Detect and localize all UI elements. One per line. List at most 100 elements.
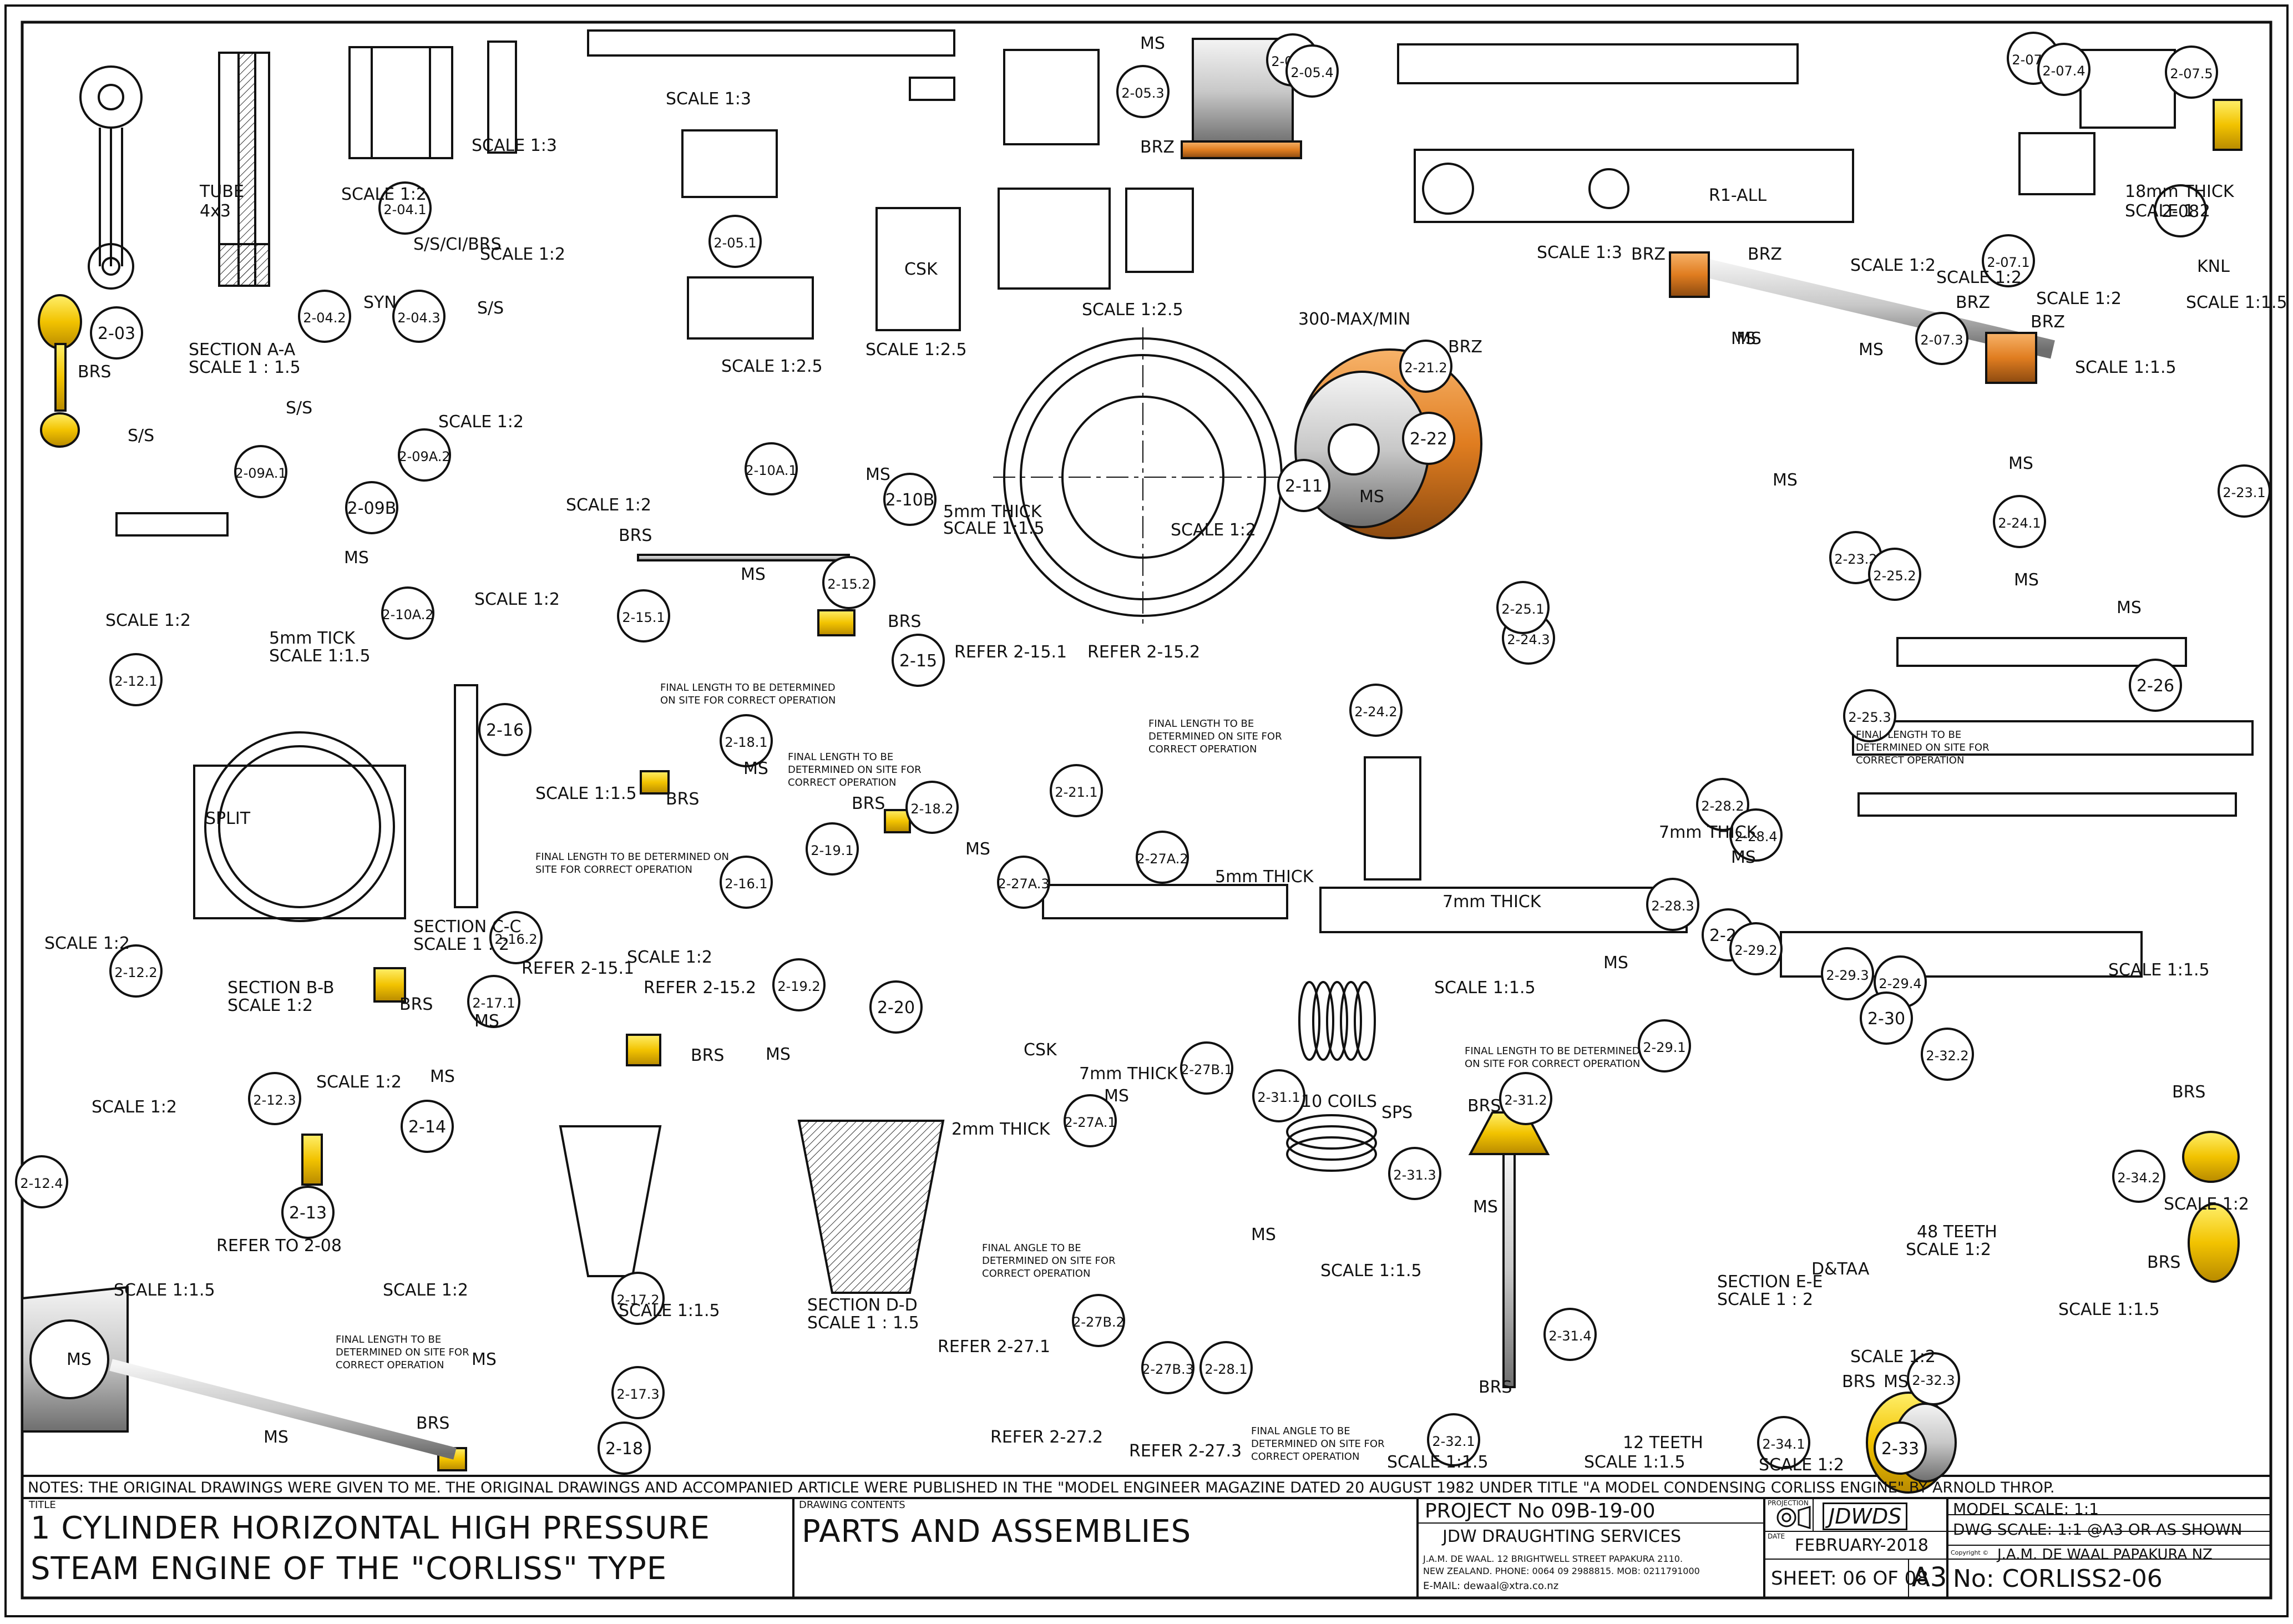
balloon-circle [1349,684,1403,737]
part-balloon-2-11: 2-11 [1277,459,1330,512]
label-refer-1: REFER 2-15.1 [954,642,1067,662]
label-ms-7: MS [741,565,766,584]
balloon-label: 2-27B.2 [1072,1314,1125,1330]
part-balloon-2-25-1: 2-25.1 [1496,581,1550,634]
balloon-label: 2-22 [1410,429,1447,449]
balloon-label: 2-31.4 [1548,1328,1591,1344]
balloon-label: 2-12.1 [114,674,157,689]
balloon-circle [997,856,1050,909]
label-brz-6: BRZ [2031,312,2065,332]
balloon-label: 2-32.2 [1926,1048,1968,1064]
balloon-label: 2-24.2 [1354,704,1397,720]
balloon-label: 2-23.1 [2223,485,2265,500]
label-scale-08: SCALE 1:2 [2125,201,2210,221]
balloon-label: 2-04.2 [303,310,346,326]
balloon-label: 2-18 [605,1439,643,1459]
label-max-min: 300-MAX/MIN [1298,310,1410,329]
label-section-cc: SECTION C-C [413,917,521,937]
label-final-8b: ON SITE FOR CORRECT OPERATION [1465,1058,1640,1070]
label-r1-all: R1-ALL [1709,186,1766,205]
balloon-label: 2-26 [2137,676,2174,696]
balloon-label: 2-12.4 [20,1176,63,1191]
balloon-label: 2-07.4 [2042,63,2085,79]
label-ms-12: MS [67,1350,92,1369]
part-balloon-2-09A-1: 2-09A.1 [234,445,287,498]
part-balloon-2-19-1: 2-19.1 [806,822,859,876]
label-section-aa: SECTION A-A [189,340,296,360]
label-scale-11: SCALE 1:2 [1171,520,1256,540]
part-balloon-2-13: 2-13 [281,1186,335,1239]
label-refer-271: REFER 2-27.1 [938,1337,1050,1357]
balloon-circle [1388,1147,1441,1200]
label-final-5b: DETERMINED ON SITE FOR [788,764,922,776]
label-scale-34: SCALE 1:1.5 [2058,1300,2160,1319]
label-ms-2: MS [1359,487,1384,507]
label-ms-17: MS [1251,1225,1276,1244]
balloon-circle [401,1100,454,1153]
balloon-circle [1427,1413,1480,1466]
balloon-circle [398,428,451,482]
balloon-circle [248,1072,301,1125]
part-balloon-2-16-1: 2-16.1 [720,856,773,909]
label-final-2b: SITE FOR CORRECT OPERATION [535,864,692,876]
label-section-ee: SECTION E-E [1717,1272,1823,1292]
label-scale-072: SCALE 1:2 [1936,268,2022,287]
label-scale-dd: SCALE 1 : 1.5 [807,1313,919,1333]
label-scale-09a1: SCALE 1:2 [105,611,191,630]
balloon-circle [345,481,398,534]
label-final-2a: FINAL LENGTH TO BE DETERMINED ON [535,851,729,863]
label-thick5: 5mm THICK [943,502,1042,522]
label-ms-22: MS [2014,570,2039,590]
balloon-circle [2218,464,2271,518]
part-balloon-2-27A-2: 2-27A.2 [1136,831,1189,884]
balloon-circle [1821,947,1874,1000]
label-brs-1: BRS [78,362,111,382]
label-thick18: 18mm THICK [2125,182,2235,201]
label-section-dd: SECTION D-D [807,1296,918,1315]
label-tick5: 5mm TICK [269,629,356,648]
label-brs-5: BRS [852,794,885,813]
balloon-label: 2-29.3 [1826,968,1869,983]
label-scale-32b: SCALE 1:2 [1850,1347,1936,1367]
label-ms-13: MS [264,1428,288,1447]
label-tube-size: 4x3 [200,201,231,221]
label-scale-05b: SCALE 1:2.5 [865,340,967,360]
part-balloon-2-27B-1: 2-27B.1 [1180,1041,1233,1095]
balloon-circle [1921,1028,1974,1081]
part-balloon-2-15-2: 2-15.2 [822,556,875,609]
label-scale-04: SCALE 1:2 [341,185,427,204]
label-final-7b: DETERMINED ON SITE FOR [1251,1438,1385,1450]
label-teeth12: 12 TEETH [1623,1433,1703,1453]
label-scale-33: SCALE 1:2 [1906,1240,1991,1259]
label-teeth48: 48 TEETH [1917,1222,1997,1242]
balloon-circle [2112,1150,2165,1203]
part-balloon-2-32-2: 2-32.2 [1921,1028,1974,1081]
balloon-circle [478,703,532,756]
balloon-label: 2-19.1 [811,843,853,858]
balloon-circle [1729,922,1783,975]
label-scale-top-rod2: SCALE 1:3 [472,136,557,155]
balloon-label: 2-28.3 [1651,898,1694,914]
balloon-circle [1141,1341,1194,1394]
part-balloon-2-05-3: 2-05.3 [1116,65,1170,118]
balloon-label: 2-09A.1 [235,466,286,481]
label-csk-2: CSK [1024,1040,1057,1060]
label-final-1b: ON SITE FOR CORRECT OPERATION [660,695,836,706]
part-balloon-2-29-1: 2-29.1 [1638,1019,1691,1072]
balloon-circle [1285,44,1339,98]
label-brz-3: BRZ [1631,245,1666,264]
label-ms-16: MS [1104,1086,1129,1106]
part-balloon-2-15: 2-15 [892,634,945,687]
label-refer-272: REFER 2-27.2 [990,1428,1103,1447]
balloon-label: 2-07.5 [2170,66,2213,82]
label-ms-10: MS [766,1045,791,1064]
balloon-circle [611,1272,665,1325]
balloon-circle [1646,878,1699,931]
balloon-label: 2-29.4 [1879,976,1921,991]
label-scale-cc: SCALE 1 : 2 [413,935,509,954]
balloon-label: 2-17.1 [472,995,515,1011]
part-balloon-2-12-3: 2-12.3 [248,1072,301,1125]
label-final-9c: CORRECT OPERATION [1856,755,1964,766]
label-final-7c: CORRECT OPERATION [1251,1451,1359,1463]
